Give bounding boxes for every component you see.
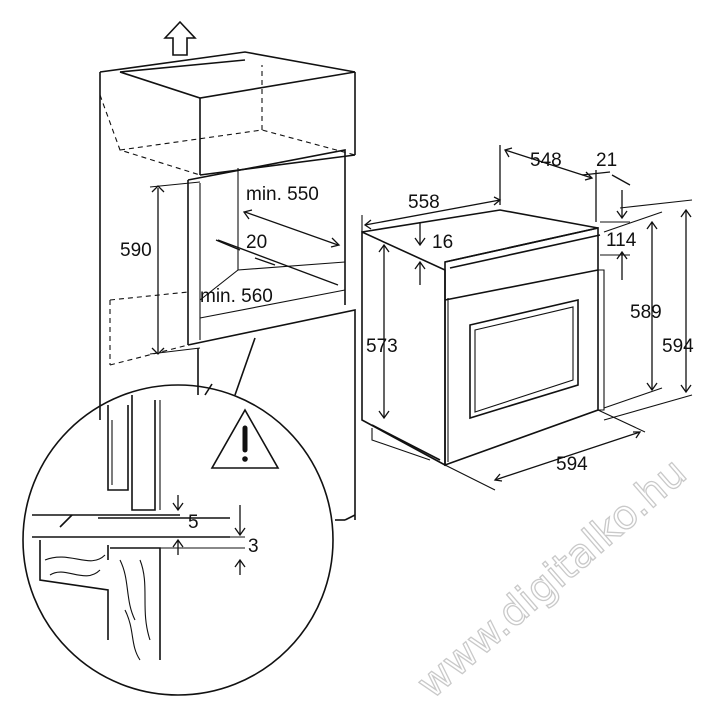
oven-top-offset-label: 16 [432, 232, 453, 253]
cabinet-gap-label: 20 [246, 232, 267, 253]
oven-panel-offset-label: 114 [606, 230, 637, 251]
cabinet-width-label: min. 550 [246, 184, 319, 205]
warning-icon [210, 408, 280, 469]
oven-height-inner-label: 589 [630, 302, 662, 323]
oven-height-outer-label: 594 [662, 336, 694, 357]
up-arrow-icon [163, 20, 197, 56]
watermark: www.digitalko.hu [408, 449, 695, 707]
oven-panel-thickness-label: 21 [596, 150, 617, 171]
detail-circle [22, 384, 334, 696]
cabinet-height-label: 590 [120, 240, 152, 261]
detail-callout [22, 337, 334, 696]
cabinet-depth-label: min. 560 [200, 286, 273, 307]
oven-drawing [361, 145, 693, 491]
oven-depth-label: 548 [530, 150, 562, 171]
oven-body-width-label: 558 [408, 192, 440, 213]
cabinet-drawing [99, 20, 356, 521]
oven-body-height-label: 573 [366, 336, 398, 357]
detail-gap-upper-label: 5 [188, 512, 199, 533]
oven-front-width-label: 594 [556, 454, 588, 475]
detail-gap-lower-label: 3 [248, 536, 259, 557]
